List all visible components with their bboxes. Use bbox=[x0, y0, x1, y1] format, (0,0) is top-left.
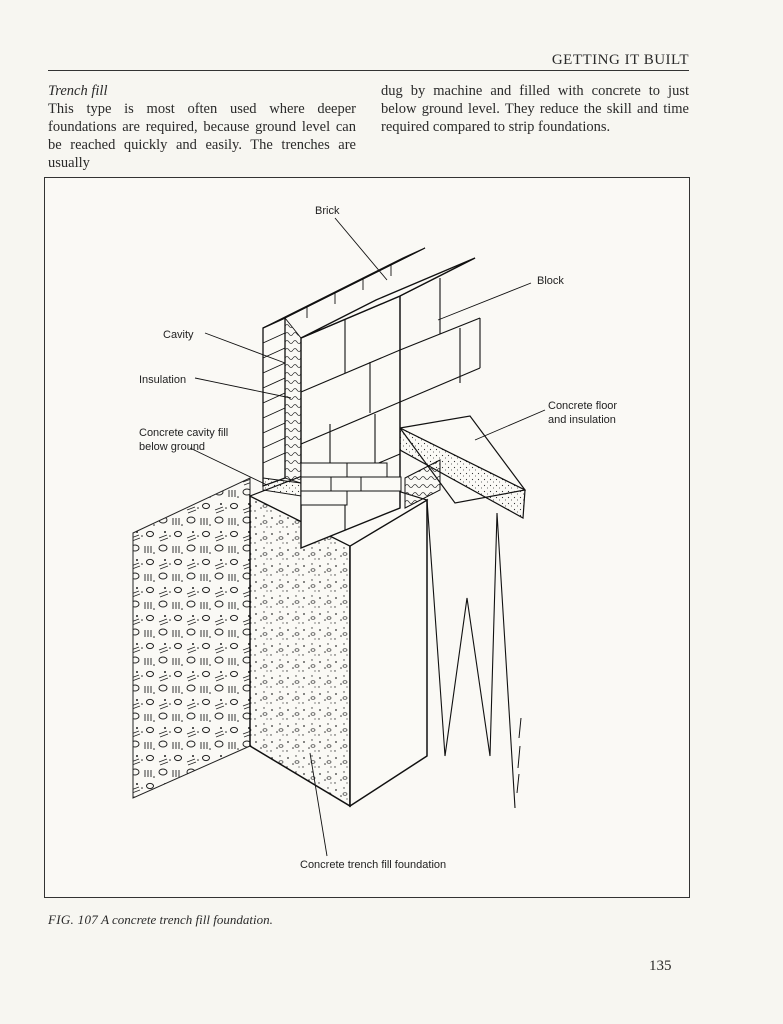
header-rule bbox=[48, 70, 689, 71]
brick-base-courses bbox=[300, 462, 402, 506]
trench-fill-side-face bbox=[349, 498, 428, 808]
body-paragraph-right: dug by machine and filled with concrete … bbox=[381, 83, 689, 135]
label-trench-fill: Concrete trench fill foundation bbox=[300, 859, 446, 871]
soil-section bbox=[132, 477, 251, 799]
figure-caption: FIG. 107 A concrete trench fill foundati… bbox=[48, 912, 273, 928]
label-floor-line1: Concrete floor bbox=[548, 400, 617, 412]
break-line bbox=[426, 499, 516, 809]
floor-insulation bbox=[404, 459, 441, 509]
page-number: 135 bbox=[649, 958, 672, 974]
body-paragraph-left: This type is most often used where deepe… bbox=[48, 101, 356, 171]
trench-fill-front-face bbox=[249, 494, 351, 808]
brick-leaf-front bbox=[262, 316, 286, 487]
foundation-illustration: Brick Block Cavity Insulation Concrete c… bbox=[132, 205, 617, 871]
label-floor-line2: and insulation bbox=[548, 414, 616, 426]
label-block: Block bbox=[537, 275, 564, 287]
label-insulation: Insulation bbox=[139, 374, 186, 386]
block-leaf-front bbox=[300, 294, 401, 550]
figure-frame: Brick Block Cavity Insulation Concrete c… bbox=[44, 177, 690, 898]
running-head: GETTING IT BUILT bbox=[551, 52, 689, 68]
label-cavity-fill-line2: below ground bbox=[139, 441, 205, 453]
text-column-right: dug by machine and filled with concrete … bbox=[381, 82, 689, 136]
brick-coursing bbox=[262, 247, 426, 464]
caption-text: A concrete trench fill foundation. bbox=[101, 912, 273, 927]
break-dash bbox=[516, 717, 522, 794]
cavity-fill bbox=[262, 477, 302, 497]
section-heading: Trench fill bbox=[48, 83, 108, 99]
label-cavity: Cavity bbox=[163, 329, 194, 341]
cavity-insulation bbox=[284, 316, 302, 484]
leader-lines bbox=[189, 217, 546, 857]
label-cavity-fill-line1: Concrete cavity fill bbox=[139, 427, 228, 439]
text-column-left: Trench fill This type is most often used… bbox=[48, 82, 356, 172]
label-brick: Brick bbox=[315, 205, 340, 217]
caption-number: FIG. 107 bbox=[48, 912, 99, 927]
